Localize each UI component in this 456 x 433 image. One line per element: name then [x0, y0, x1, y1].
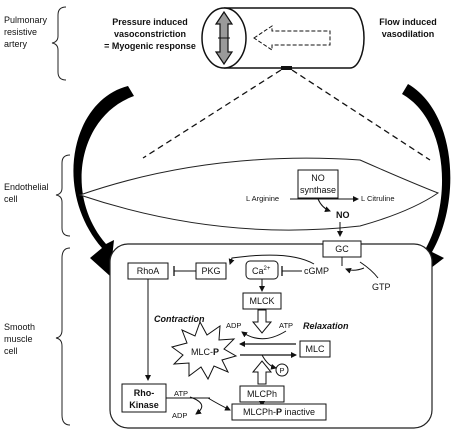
flow-label: Flow induced vasodilation: [379, 17, 437, 39]
no-synthase-line2: synthase: [300, 185, 336, 195]
flow-line1: Flow induced: [379, 17, 437, 27]
flow-arrow-icon: [253, 25, 331, 51]
zoom-line-right: [291, 69, 431, 161]
mlcph-hollow-arrow-icon: [251, 360, 273, 385]
label-artery-line3: artery: [4, 39, 28, 49]
l-citruline: L Citruline: [361, 194, 395, 203]
label-artery: Pulmonary resistive artery: [4, 15, 48, 49]
gtp-label: GTP: [372, 282, 391, 292]
brace-artery: [51, 6, 67, 81]
l-arginine: L Arginine: [246, 194, 279, 203]
mlc-p-starburst: [170, 320, 238, 381]
smooth-muscle-cell: [109, 243, 433, 429]
mlcph-label: MLCPh: [247, 389, 277, 399]
relaxation-label: Relaxation: [303, 321, 349, 331]
mlc-label: MLC: [305, 344, 325, 354]
big-arrow-left-icon: [73, 86, 134, 276]
mlcph-inactive-label: MLCPh-P inactive: [243, 407, 315, 417]
contraction-label: Contraction: [154, 314, 205, 324]
mlck-label: MLCK: [249, 296, 274, 306]
mlc-p-label: MLC-P: [191, 347, 219, 357]
label-smooth-muscle-line2: muscle: [4, 334, 33, 344]
pressure-line3: = Myogenic response: [104, 41, 196, 51]
brace-endothelial: [55, 154, 71, 237]
cgmp-label: cGMP: [304, 266, 329, 276]
mlck-box: [242, 292, 282, 310]
ca-label: Ca2+: [252, 266, 271, 276]
mlcph-inactive-box: [231, 403, 327, 421]
label-smooth-muscle-line3: cell: [4, 346, 18, 356]
rho-kinase-line2: Kinase: [129, 400, 159, 410]
phosphate-label: P: [279, 366, 284, 375]
mlck-hollow-arrow-icon: [251, 309, 273, 334]
pressure-line2: vasoconstriction: [114, 29, 186, 39]
no-label: NO: [336, 210, 350, 220]
rho-kinase-line1: Rho-: [134, 388, 155, 398]
pressure-label: Pressure induced vasoconstriction = Myog…: [104, 17, 196, 51]
label-endothelial-line1: Endothelial: [4, 182, 49, 192]
artery-segment-marker: [281, 66, 292, 70]
atp-adp-bottom-atp: ATP: [174, 389, 188, 398]
no-synthase-line1: NO: [311, 173, 325, 183]
gc-label: GC: [335, 244, 349, 254]
label-endothelial: Endothelial cell: [4, 182, 49, 204]
phosphate-circle: [275, 363, 289, 377]
no-synthase-box: [297, 169, 339, 199]
big-arrow-right-icon: [402, 84, 451, 278]
label-smooth-muscle: Smooth muscle cell: [4, 322, 35, 356]
atp-adp-left-atp: ATP: [279, 321, 293, 330]
brace-smooth-muscle: [55, 247, 71, 426]
label-artery-line1: Pulmonary: [4, 15, 48, 25]
label-endothelial-line2: cell: [4, 194, 18, 204]
pkg-label: PKG: [201, 266, 220, 276]
flow-line2: vasodilation: [382, 29, 435, 39]
atp-adp-left-adp: ADP: [226, 321, 241, 330]
zoom-line-left: [142, 69, 282, 159]
artery-cylinder: [201, 7, 365, 70]
mlc-box: [299, 340, 331, 358]
pressure-line1: Pressure induced: [112, 17, 188, 27]
rhoa-label: RhoA: [137, 266, 160, 276]
label-smooth-muscle-line1: Smooth: [4, 322, 35, 332]
endothelial-cell: [78, 157, 440, 231]
rho-kinase-box: [121, 383, 167, 413]
label-artery-line2: resistive: [4, 27, 37, 37]
atp-adp-bottom-adp: ADP: [172, 411, 187, 420]
